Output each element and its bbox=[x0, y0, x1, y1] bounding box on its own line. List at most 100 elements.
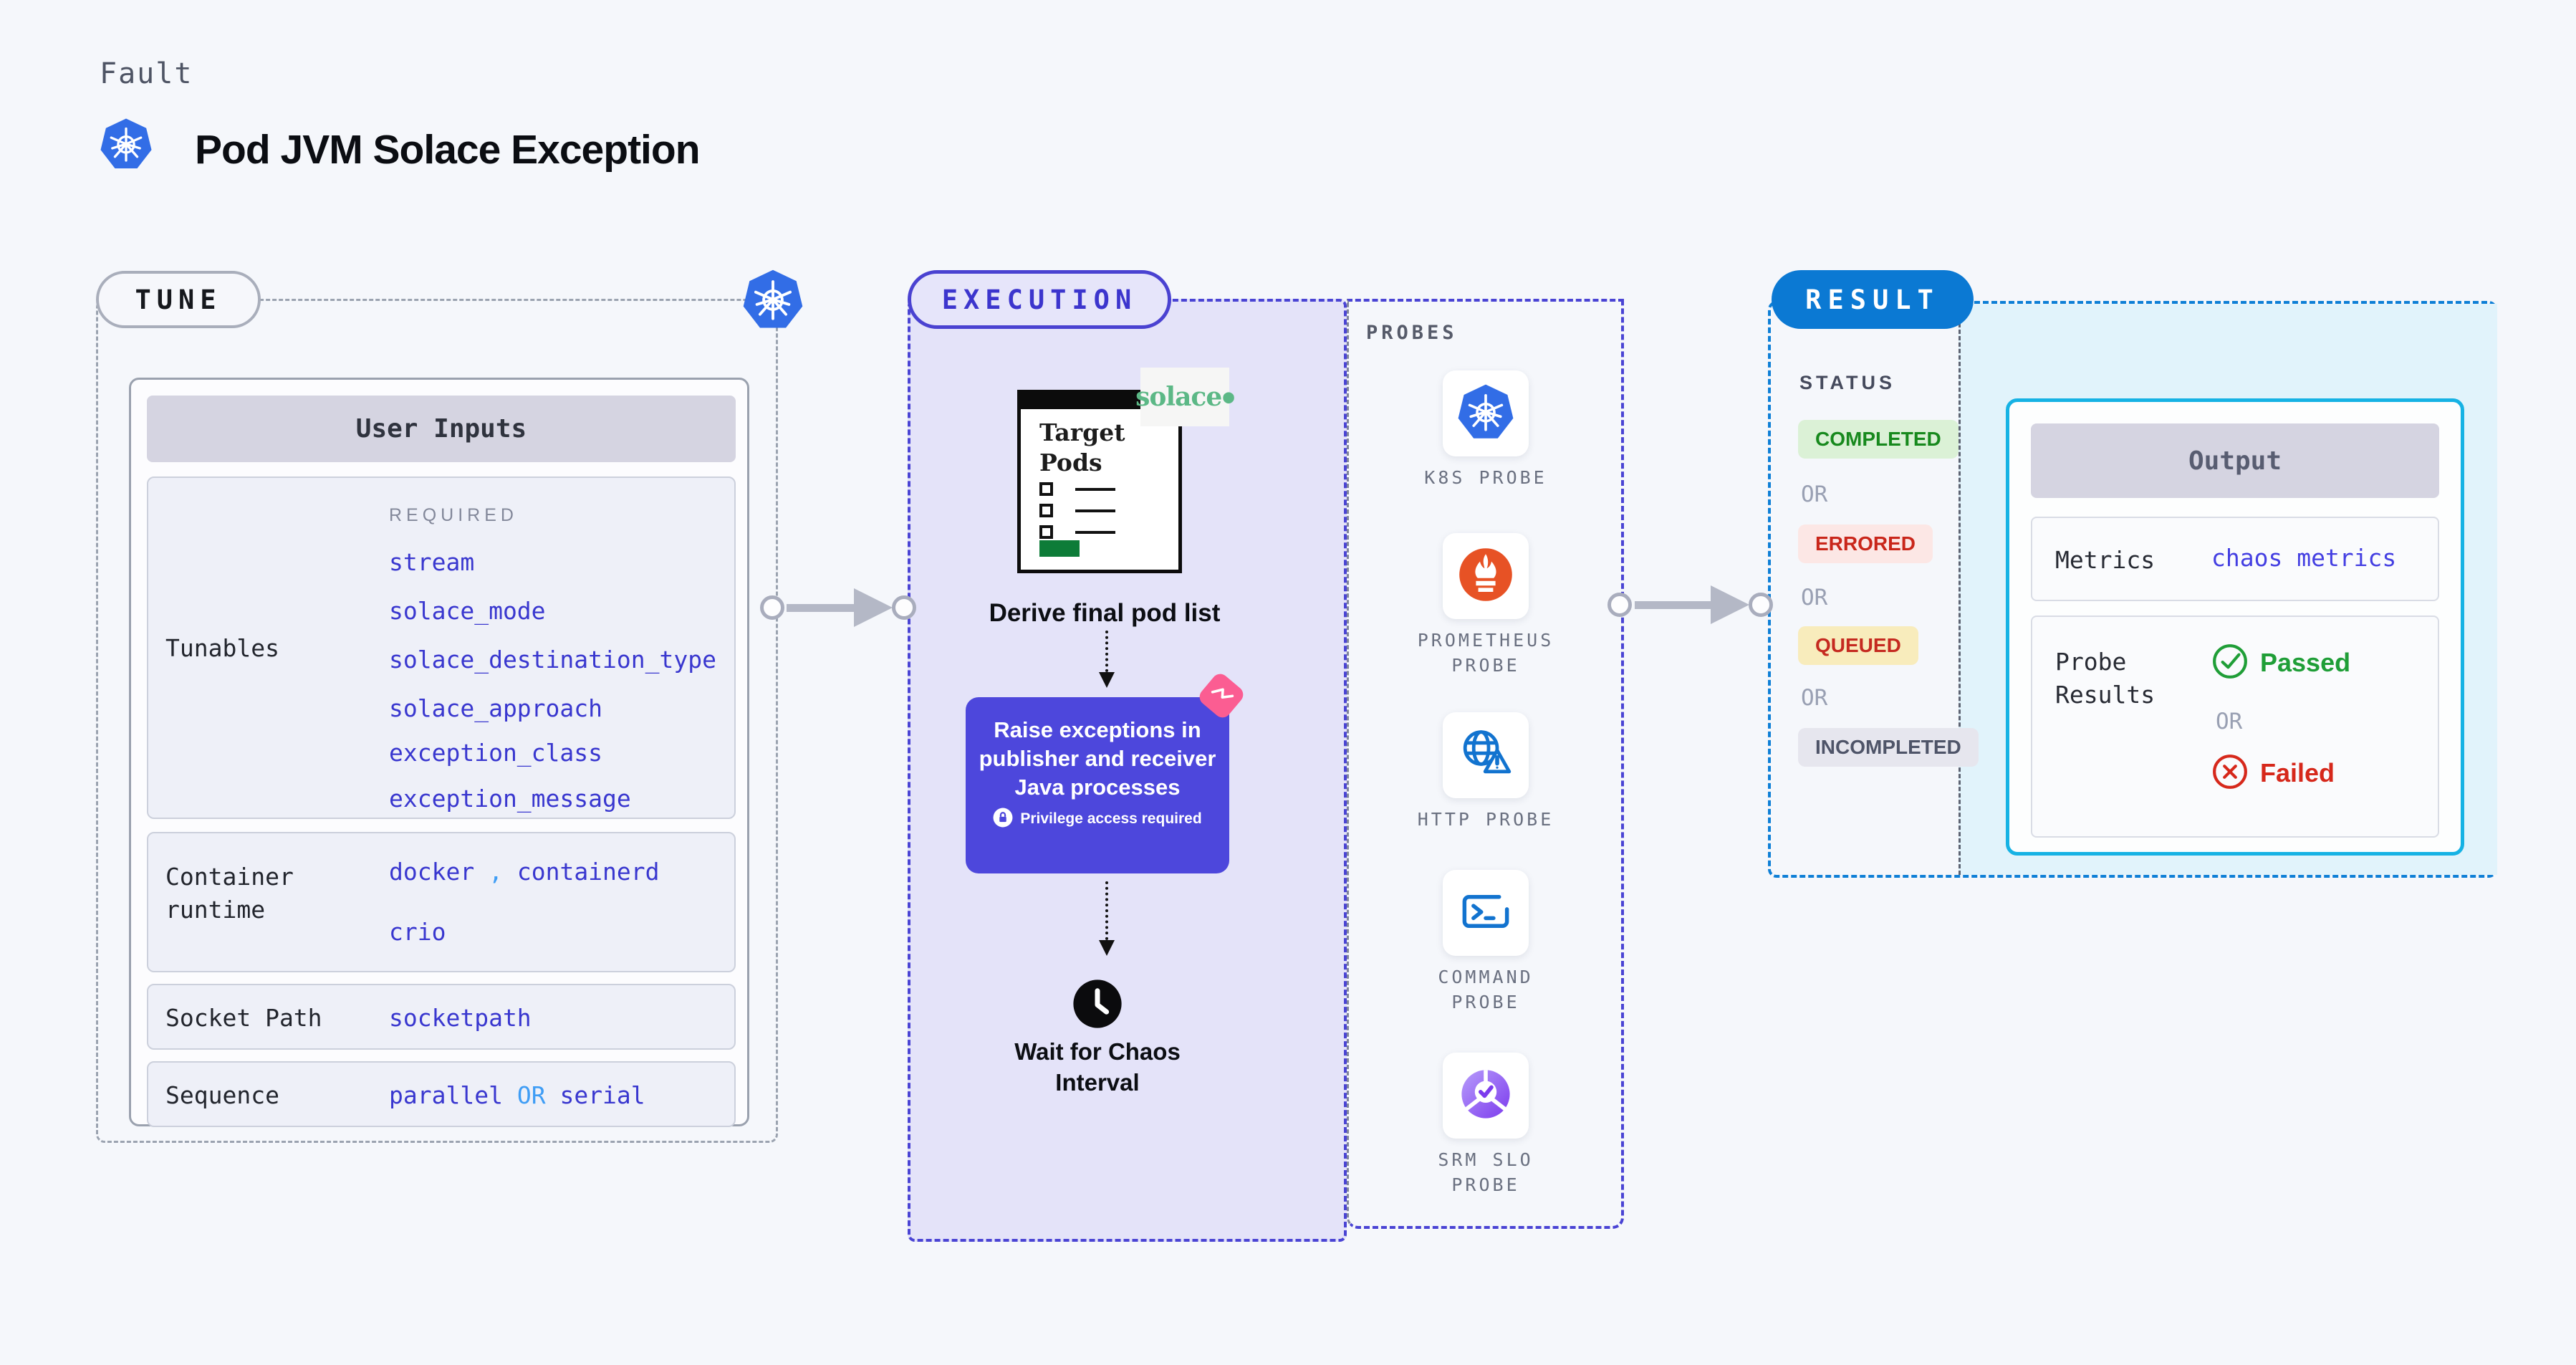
status-label: STATUS bbox=[1799, 372, 1895, 393]
or-label: OR bbox=[1801, 482, 1828, 507]
kubernetes-icon bbox=[742, 268, 804, 331]
status-badge-incompleted: INCOMPLETED bbox=[1798, 728, 1979, 767]
solace-logo: solace ● bbox=[1135, 368, 1234, 426]
or-label: OR bbox=[2216, 709, 2243, 734]
tune-section-box bbox=[96, 299, 778, 1143]
http-globe-icon bbox=[1457, 725, 1514, 785]
result-section-box: STATUS COMPLETED OR ERRORED OR QUEUED OR… bbox=[1768, 301, 2497, 878]
terminal-icon bbox=[1458, 883, 1514, 942]
status-badge-completed: COMPLETED bbox=[1798, 420, 1959, 459]
list-line bbox=[1075, 488, 1115, 491]
check-circle-icon bbox=[2211, 643, 2249, 683]
tunables-row: Tunables REQUIRED stream solace_mode sol… bbox=[147, 476, 736, 819]
status-badge-queued: QUEUED bbox=[1798, 626, 1918, 665]
execution-badge: EXECUTION bbox=[908, 270, 1171, 329]
passed-label: Passed bbox=[2260, 648, 2351, 677]
dotted-connector bbox=[1105, 881, 1108, 940]
required-label: REQUIRED bbox=[389, 505, 518, 525]
socket-path-value: socketpath bbox=[389, 1004, 532, 1032]
tune-badge: TUNE bbox=[96, 271, 261, 328]
checkbox-icon bbox=[1039, 525, 1053, 539]
lock-icon bbox=[993, 808, 1013, 830]
passed-row: Passed bbox=[2211, 643, 2350, 683]
probe-card-command bbox=[1443, 870, 1529, 956]
list-line bbox=[1075, 509, 1115, 512]
chaos-experiment-icon bbox=[1196, 670, 1247, 722]
x-circle-icon bbox=[2211, 753, 2249, 793]
container-runtime-values: docker , containerd bbox=[389, 858, 660, 886]
tunables-label: Tunables bbox=[165, 634, 279, 662]
derive-pod-list-label: Derive final pod list bbox=[989, 599, 1221, 627]
solace-dot-icon: ● bbox=[1223, 386, 1234, 408]
metrics-value: chaos metrics bbox=[2211, 544, 2397, 572]
sequence-row: Sequence parallel OR serial bbox=[147, 1061, 736, 1127]
tunable-item: stream bbox=[389, 548, 475, 576]
container-runtime-row: Container runtime docker , containerd cr… bbox=[147, 832, 736, 972]
prometheus-icon bbox=[1457, 546, 1514, 606]
page-kicker: Fault bbox=[100, 57, 193, 90]
flow-arrow bbox=[787, 604, 857, 612]
connector-endpoint bbox=[760, 595, 784, 620]
flow-arrow-head bbox=[854, 588, 893, 627]
dotted-arrow-head bbox=[1099, 672, 1115, 688]
probe-card-http bbox=[1443, 712, 1529, 798]
flow-arrow bbox=[1635, 601, 1714, 609]
user-inputs-title: User Inputs bbox=[147, 396, 736, 462]
failed-label: Failed bbox=[2260, 758, 2335, 787]
output-title: Output bbox=[2031, 423, 2439, 498]
failed-row: Failed bbox=[2211, 753, 2335, 793]
container-runtime-value2: crio bbox=[389, 918, 446, 946]
probe-card-prometheus bbox=[1443, 533, 1529, 619]
probe-label: PROMETHEUS PROBE bbox=[1417, 630, 1554, 676]
chaos-action-text: Raise exceptions in publisher and receiv… bbox=[979, 717, 1216, 800]
or-label: OR bbox=[1801, 585, 1828, 610]
page-title: Pod JVM Solace Exception bbox=[195, 127, 701, 173]
kubernetes-icon bbox=[100, 116, 153, 172]
sequence-values: parallel OR serial bbox=[389, 1081, 645, 1109]
green-button-bar bbox=[1039, 540, 1080, 557]
window-titlebar bbox=[1021, 393, 1178, 409]
target-pods-label: Target Pods bbox=[1039, 418, 1125, 476]
privilege-note: Privilege access required bbox=[979, 808, 1216, 830]
dotted-connector bbox=[1105, 631, 1108, 672]
socket-path-label: Socket Path bbox=[165, 1004, 322, 1032]
probe-label: HTTP PROBE bbox=[1417, 809, 1554, 830]
or-label: OR bbox=[1801, 685, 1828, 711]
probe-label: SRM SLO PROBE bbox=[1438, 1149, 1534, 1195]
tunable-item: solace_mode bbox=[389, 597, 546, 625]
wait-interval-label: Wait for Chaos Interval bbox=[1014, 1038, 1181, 1096]
tunable-item: solace_destination_type bbox=[389, 646, 716, 674]
chaos-action-node: Raise exceptions in publisher and receiv… bbox=[966, 697, 1229, 873]
output-card: Output Metrics chaos metrics Probe Resul… bbox=[2006, 398, 2464, 856]
result-badge: RESULT bbox=[1772, 270, 1974, 329]
target-pods-window: Target Pods bbox=[1017, 390, 1182, 573]
list-line bbox=[1075, 531, 1115, 534]
checkbox-icon bbox=[1039, 482, 1053, 496]
user-inputs-card: User Inputs Tunables REQUIRED stream sol… bbox=[129, 378, 749, 1127]
kubernetes-icon bbox=[1457, 383, 1514, 444]
connector-endpoint bbox=[1749, 593, 1773, 617]
probe-label: K8S PROBE bbox=[1424, 467, 1547, 488]
tunable-item: exception_message bbox=[389, 785, 631, 813]
metrics-label: Metrics bbox=[2055, 546, 2156, 574]
metrics-row: Metrics chaos metrics bbox=[2031, 517, 2439, 601]
clock-icon bbox=[1072, 979, 1123, 1029]
probe-card-k8s bbox=[1443, 370, 1529, 456]
probe-results-label: Probe Results bbox=[2055, 648, 2156, 709]
probe-card-srm-slo bbox=[1443, 1053, 1529, 1139]
connector-endpoint bbox=[892, 595, 916, 620]
dotted-arrow-head bbox=[1099, 940, 1115, 956]
flow-arrow-head bbox=[1711, 585, 1749, 624]
checkbox-icon bbox=[1039, 504, 1053, 517]
probe-results-row: Probe Results Passed OR bbox=[2031, 616, 2439, 838]
sequence-label: Sequence bbox=[165, 1081, 279, 1109]
status-badge-errored: ERRORED bbox=[1798, 525, 1933, 563]
probes-panel: PROBES K8S PROBE bbox=[1347, 299, 1624, 1229]
tunable-item: solace_approach bbox=[389, 694, 603, 722]
socket-path-row: Socket Path socketpath bbox=[147, 984, 736, 1050]
probe-label: COMMAND PROBE bbox=[1438, 967, 1534, 1012]
probes-title: PROBES bbox=[1366, 322, 1458, 344]
slo-donut-icon bbox=[1457, 1065, 1514, 1126]
tunable-item: exception_class bbox=[389, 739, 603, 767]
